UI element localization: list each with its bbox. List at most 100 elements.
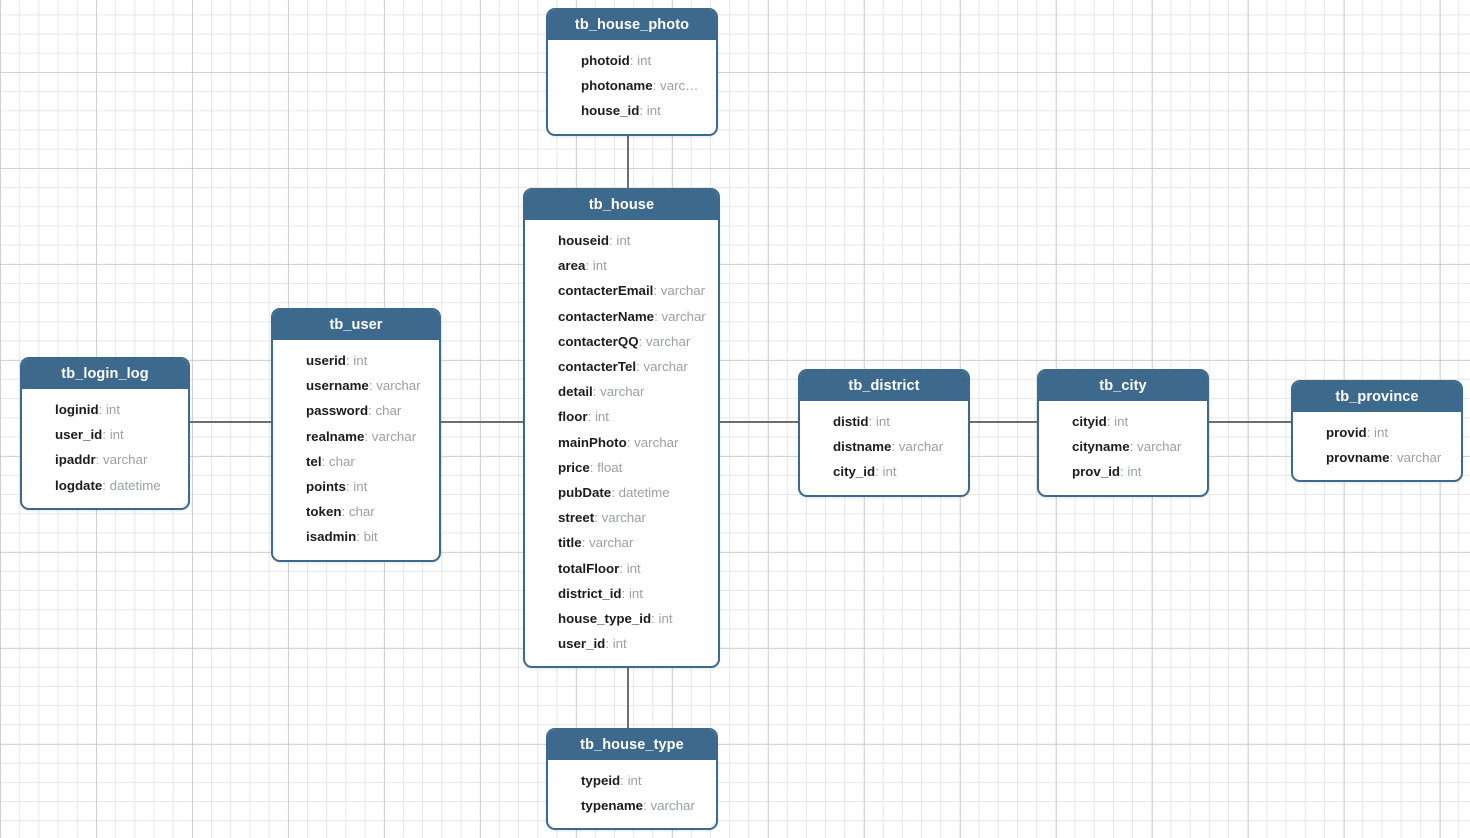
field-separator: : bbox=[875, 464, 883, 480]
field-name: username bbox=[306, 378, 369, 394]
field-type: varchar bbox=[103, 452, 148, 468]
field-separator: : bbox=[626, 434, 635, 450]
field-name: user_id bbox=[558, 636, 606, 652]
entity-title-tb_house_type: tb_house_type bbox=[548, 730, 716, 760]
field-type: int bbox=[626, 560, 641, 576]
field-type: char bbox=[328, 453, 355, 469]
field-name: password bbox=[306, 403, 369, 419]
rel-district-to-city bbox=[970, 421, 1037, 423]
field-type: varchar bbox=[898, 439, 944, 455]
rel-house-to-district bbox=[720, 421, 798, 423]
rel-user-to-house bbox=[441, 421, 523, 423]
field-name: distname bbox=[833, 439, 892, 455]
field-type: varchar bbox=[650, 798, 695, 814]
field-type: varchar bbox=[643, 359, 688, 375]
field-type: int bbox=[882, 464, 897, 480]
field-row: provname: varchar bbox=[1293, 445, 1461, 470]
field-type: varchar bbox=[1396, 450, 1442, 466]
entity-title-tb_house: tb_house bbox=[525, 190, 718, 220]
field-row: typename: varchar bbox=[548, 793, 716, 818]
field-separator: : bbox=[643, 798, 651, 814]
entity-title-tb_house_photo: tb_house_photo bbox=[548, 10, 716, 40]
field-name: contacterName bbox=[558, 308, 655, 324]
field-type: int bbox=[627, 773, 642, 788]
field-type: datetime bbox=[109, 477, 161, 493]
field-separator: : bbox=[868, 414, 876, 429]
field-type: varc… bbox=[660, 78, 699, 94]
field-separator: : bbox=[321, 453, 329, 469]
field-type: int bbox=[1114, 414, 1129, 429]
field-type: int bbox=[1374, 425, 1389, 440]
field-name: ipaddr bbox=[55, 452, 96, 468]
field-row: distid: int bbox=[800, 409, 968, 434]
field-name: floor bbox=[558, 409, 588, 425]
field-separator: : bbox=[364, 428, 372, 444]
field-separator: : bbox=[620, 773, 628, 788]
field-name: cityname bbox=[1072, 439, 1130, 455]
field-row: loginid: int bbox=[22, 397, 188, 422]
field-type: int bbox=[105, 402, 121, 417]
field-row: logdate: datetime bbox=[22, 473, 188, 498]
field-name: typeid bbox=[581, 773, 621, 788]
field-name: token bbox=[306, 504, 342, 520]
field-row: contacterEmail: varchar bbox=[525, 278, 718, 303]
entity-title-tb_district: tb_district bbox=[800, 371, 968, 401]
field-row: photoid: int bbox=[548, 48, 716, 73]
field-row: floor: int bbox=[525, 404, 718, 429]
field-separator: : bbox=[592, 384, 601, 400]
field-type: char bbox=[375, 403, 402, 419]
field-separator: : bbox=[1389, 450, 1397, 466]
field-name: userid bbox=[306, 353, 346, 368]
field-type: datetime bbox=[618, 485, 670, 501]
field-row: houseid: int bbox=[525, 228, 718, 253]
field-type: varchar bbox=[371, 428, 417, 444]
field-separator: : bbox=[587, 409, 595, 425]
field-row: contacterQQ: varchar bbox=[525, 329, 718, 354]
field-name: contacterTel bbox=[558, 359, 637, 375]
field-row: token: char bbox=[273, 499, 439, 524]
field-name: tel bbox=[306, 453, 322, 469]
field-row: mainPhoto: varchar bbox=[525, 430, 718, 455]
field-row: userid: int bbox=[273, 348, 439, 373]
field-name: price bbox=[558, 459, 590, 475]
field-name: user_id bbox=[55, 427, 103, 443]
field-type: varchar bbox=[660, 283, 706, 299]
field-type: varchar bbox=[376, 378, 421, 394]
field-name: street bbox=[558, 510, 595, 526]
field-type: float bbox=[597, 459, 623, 475]
field-name: loginid bbox=[55, 402, 99, 417]
field-type: bit bbox=[363, 529, 378, 545]
field-separator: : bbox=[651, 611, 659, 627]
field-row: realname: varchar bbox=[273, 424, 439, 449]
field-name: house_id bbox=[581, 103, 640, 119]
field-separator: : bbox=[652, 78, 661, 94]
field-name: photoname bbox=[581, 78, 653, 94]
field-name: mainPhoto bbox=[558, 434, 627, 450]
field-type: int bbox=[353, 353, 368, 368]
field-name: houseid bbox=[558, 233, 609, 248]
field-type: varchar bbox=[645, 333, 691, 349]
field-name: detail bbox=[558, 384, 593, 400]
field-name: area bbox=[558, 258, 586, 274]
field-type: int bbox=[658, 611, 673, 627]
field-row: totalFloor: int bbox=[525, 556, 718, 581]
field-separator: : bbox=[608, 233, 617, 248]
field-name: contacterQQ bbox=[558, 333, 639, 349]
field-row: cityid: int bbox=[1039, 409, 1207, 434]
field-row: photoname: varc… bbox=[548, 73, 716, 98]
field-row: prov_id: int bbox=[1039, 459, 1207, 484]
field-name: points bbox=[306, 479, 346, 495]
field-row: username: varchar bbox=[273, 373, 439, 398]
field-separator: : bbox=[102, 477, 110, 493]
field-separator: : bbox=[654, 308, 662, 324]
field-separator: : bbox=[368, 403, 376, 419]
